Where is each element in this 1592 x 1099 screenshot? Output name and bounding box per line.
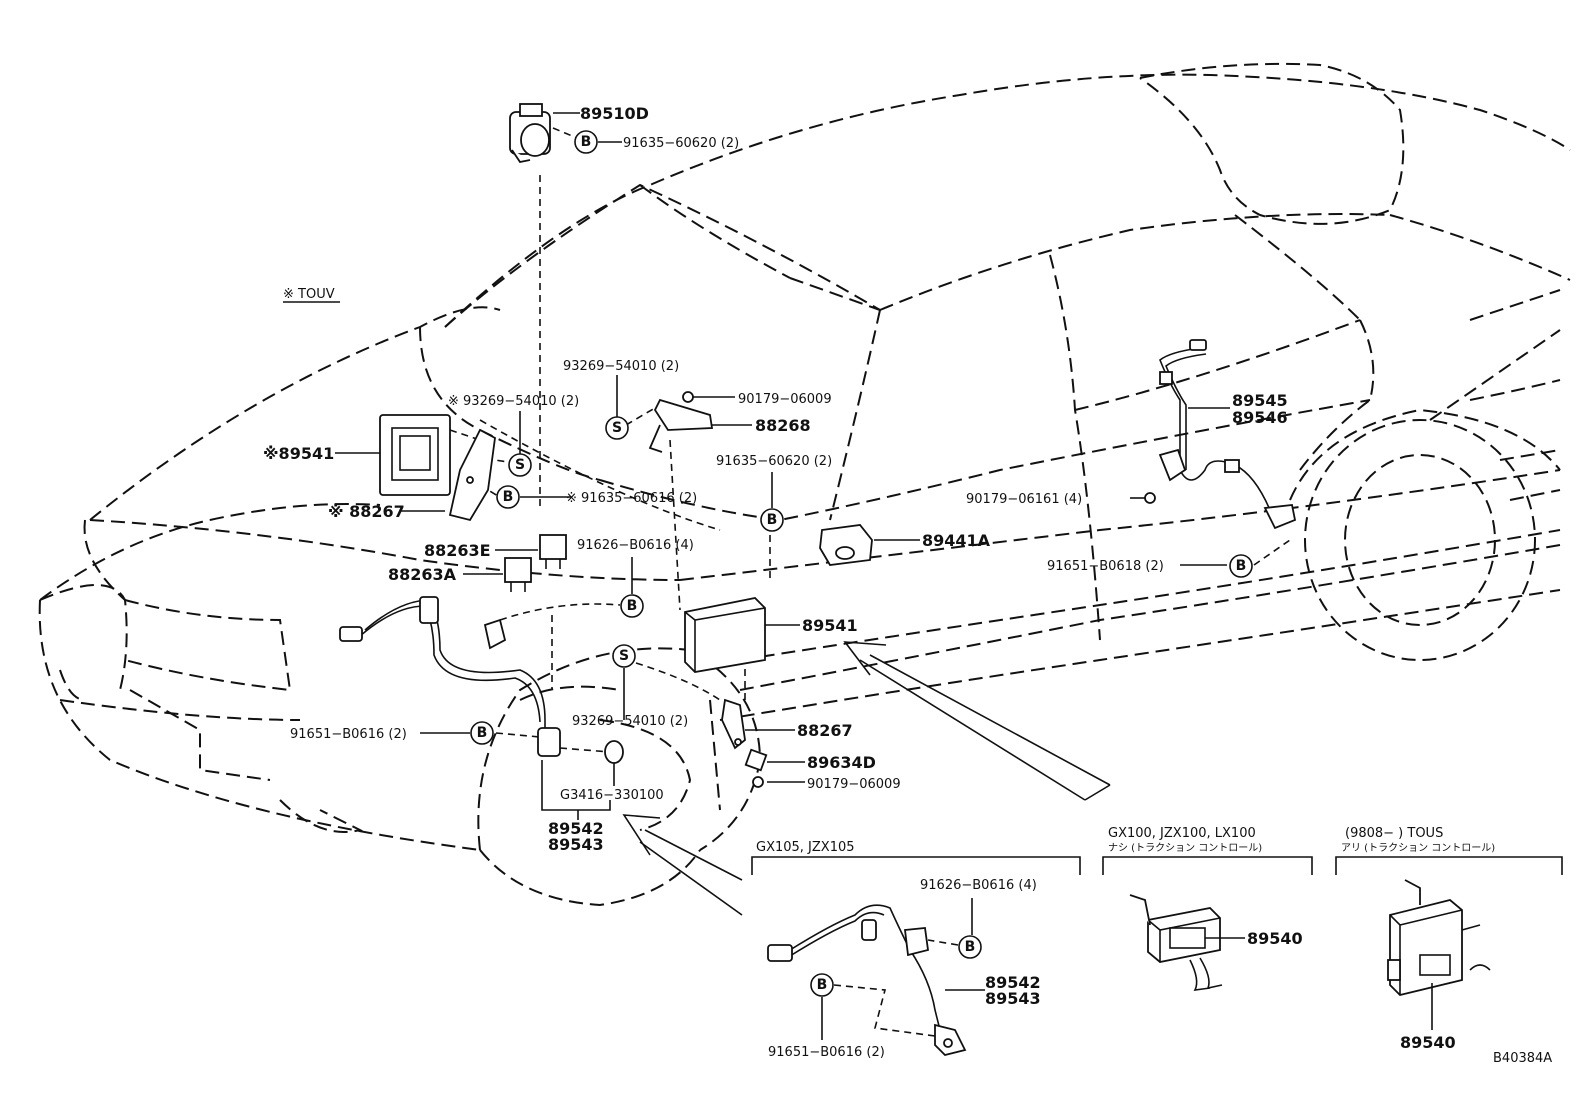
part-88267-shape [721,698,746,750]
part-88268-shape [648,392,714,453]
inset-9808-subtitle: アリ (トラクション コントロール) [1341,842,1495,854]
svg-text:S: S [612,420,622,436]
part-89541-shape [684,597,766,673]
label-89541: 89541 [802,616,858,635]
part-front-sensor-harness [339,596,561,757]
inset-gx100-subtitle: ナシ (トラクション コントロール) [1108,842,1262,854]
svg-text:B: B [581,134,592,150]
label-89510d: 89510D [580,104,649,123]
label-91651-b0616-b: 91651−B0616 (2) [768,1045,885,1060]
parts [339,103,1491,1056]
label-89541-star: ※89541 [263,444,334,463]
label-93269-54010-c: 93269−54010 (2) [572,714,688,729]
svg-text:S: S [619,648,629,664]
label-91626-b0616-a: 91626−B0616 (4) [577,538,694,553]
inset-gx100-title: GX100, JZX100, LX100 [1108,826,1256,841]
callouts: B S S B B B B S B B B [470,130,1253,997]
label-91651-b0618: 91651−B0618 (2) [1047,559,1164,574]
label-89543-b: 89543 [985,989,1041,1008]
svg-text:B: B [965,939,976,955]
part-gx100-ecu [1129,894,1223,991]
label-91626-b0616-b: 91626−B0616 (4) [920,878,1037,893]
part-90179-06161-nut [1144,492,1156,504]
label-89441a: 89441A [922,531,991,550]
label-91635-60620-mid: 91635−60620 (2) [716,454,832,469]
callout-s-top: S [605,416,629,440]
part-89510d-shape [509,103,551,164]
svg-text:B: B [477,725,488,741]
part-9808-ecu [1387,879,1491,996]
svg-text:B: B [817,977,828,993]
diagram-code: B40384A [1493,1051,1552,1066]
label-89540-b: 89540 [1400,1033,1456,1052]
callout-b-mid: B [760,508,784,532]
car-body-outline [38,62,1571,907]
label-88263a: 88263A [388,565,457,584]
part-89441a-shape [819,524,873,566]
label-91635-60620-top: 91635−60620 (2) [623,136,739,151]
svg-text:B: B [767,512,778,528]
label-91635-60616: ※ 91635−60616 (2) [566,491,697,506]
callout-b-relay: B [620,594,644,618]
legend-note: ※ TOUV [283,287,335,302]
callout-s-star: S [508,453,532,477]
label-g3416-330100: G3416−330100 [560,788,664,803]
part-88267-star-shape [448,428,496,522]
part-labels: ※ TOUV 89510D 91635−60620 (2) 93269−5401… [263,104,1552,1066]
callout-b-inset-b: B [810,973,834,997]
callout-b-rear: B [1229,554,1253,578]
svg-text:S: S [515,457,525,473]
svg-text:B: B [1236,558,1247,574]
part-g3416-nut [604,740,624,764]
label-89542-b: 89542 [985,973,1041,992]
label-91651-b0616-a: 91651−B0616 (2) [290,727,407,742]
label-88267: 88267 [797,721,853,740]
label-93269-54010-a: 93269−54010 (2) [563,359,679,374]
callout-s-lower: S [612,644,636,668]
part-88263a-shape [504,557,532,592]
part-89541-star-shape [379,414,451,496]
svg-text:B: B [627,598,638,614]
label-89540-a: 89540 [1247,929,1303,948]
leader-lines [335,112,1291,916]
part-89634d-shape [744,748,768,788]
label-88268: 88268 [755,416,811,435]
callout-b-star: B [496,485,520,509]
inset-9808-title: (9808− ) TOUS [1345,826,1443,841]
callout-b-inset-a: B [958,935,982,959]
part-90179-nut-top [682,391,694,403]
callout-b-top: B [574,130,598,154]
label-89546: 89546 [1232,408,1288,427]
part-gx105-harness [767,904,967,1056]
part-rear-sensor-harness [1158,339,1297,530]
label-90179-06009-b: 90179−06009 [807,777,901,792]
inset-gx105-title: GX105, JZX105 [756,840,855,855]
label-89543-a: 89543 [548,835,604,854]
label-88267-star: ※ 88267 [328,502,405,521]
label-93269-54010-b: ※ 93269−54010 (2) [448,394,579,409]
label-90179-06161: 90179−06161 (4) [966,492,1082,507]
part-88263e-shape [539,534,567,569]
label-89545: 89545 [1232,391,1288,410]
callout-b-left: B [470,721,494,745]
label-89634d: 89634D [807,753,876,772]
label-89542-a: 89542 [548,819,604,838]
inset-frames [283,301,1563,1040]
svg-text:B: B [503,489,514,505]
label-88263e: 88263E [424,541,491,560]
label-90179-06009-a: 90179−06009 [738,392,832,407]
